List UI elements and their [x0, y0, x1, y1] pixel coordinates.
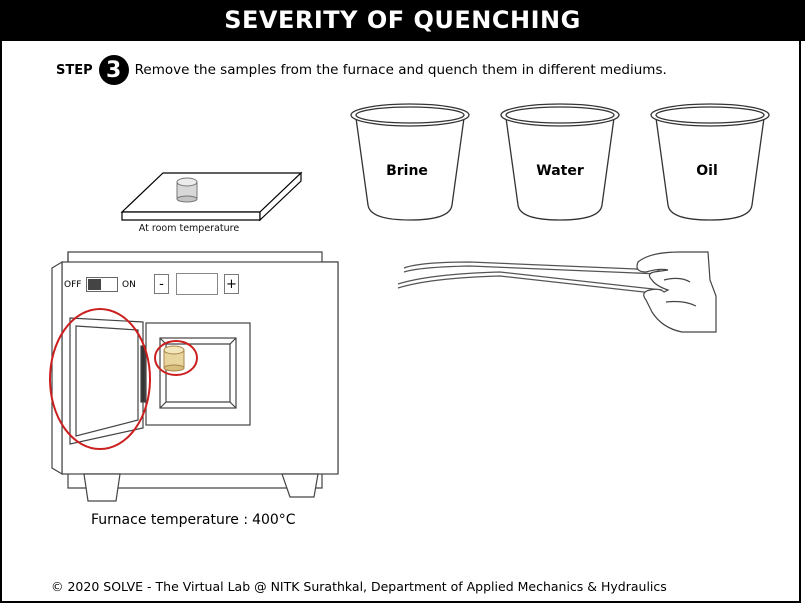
page-title: SEVERITY OF QUENCHING: [0, 0, 805, 41]
bucket-label-water: Water: [536, 163, 584, 179]
switch-off-label: OFF: [64, 280, 82, 290]
furnace-chamber: [145, 322, 251, 426]
power-switch[interactable]: [86, 277, 118, 292]
tongs[interactable]: [397, 261, 663, 295]
furnace-temperature-caption: Furnace temperature :: [91, 512, 249, 528]
hand-icon: [636, 251, 717, 333]
room-sample[interactable]: [176, 177, 198, 203]
furnace-temperature-readout: Furnace temperature : 400°C: [91, 512, 296, 528]
bucket-brine[interactable]: [350, 103, 470, 221]
room-temperature-label: At room temperature: [138, 223, 240, 234]
step-label: STEP: [56, 62, 93, 78]
footer-copyright: © 2020 SOLVE - The Virtual Lab @ NITK Su…: [51, 579, 667, 594]
door-highlight: [49, 308, 151, 450]
room-temperature-plate: [120, 171, 303, 222]
bucket-label-oil: Oil: [696, 163, 718, 179]
bucket-oil[interactable]: [650, 103, 770, 221]
step-instruction: STEP 3 Remove the samples from the furna…: [56, 55, 667, 85]
bucket-label-brine: Brine: [386, 163, 428, 179]
temperature-input[interactable]: [176, 273, 218, 295]
heated-sample[interactable]: [163, 345, 185, 372]
decrease-temperature-button[interactable]: -: [154, 274, 169, 294]
increase-temperature-button[interactable]: +: [224, 274, 239, 294]
step-text: Remove the samples from the furnace and …: [134, 62, 667, 78]
switch-on-label: ON: [122, 280, 136, 290]
sample-highlight: [154, 340, 198, 376]
power-switch-knob: [88, 279, 101, 290]
step-number-badge: 3: [98, 55, 129, 85]
furnace-door[interactable]: [69, 317, 146, 445]
bucket-water[interactable]: [500, 103, 620, 221]
furnace-temperature-value: 400°C: [252, 512, 296, 528]
